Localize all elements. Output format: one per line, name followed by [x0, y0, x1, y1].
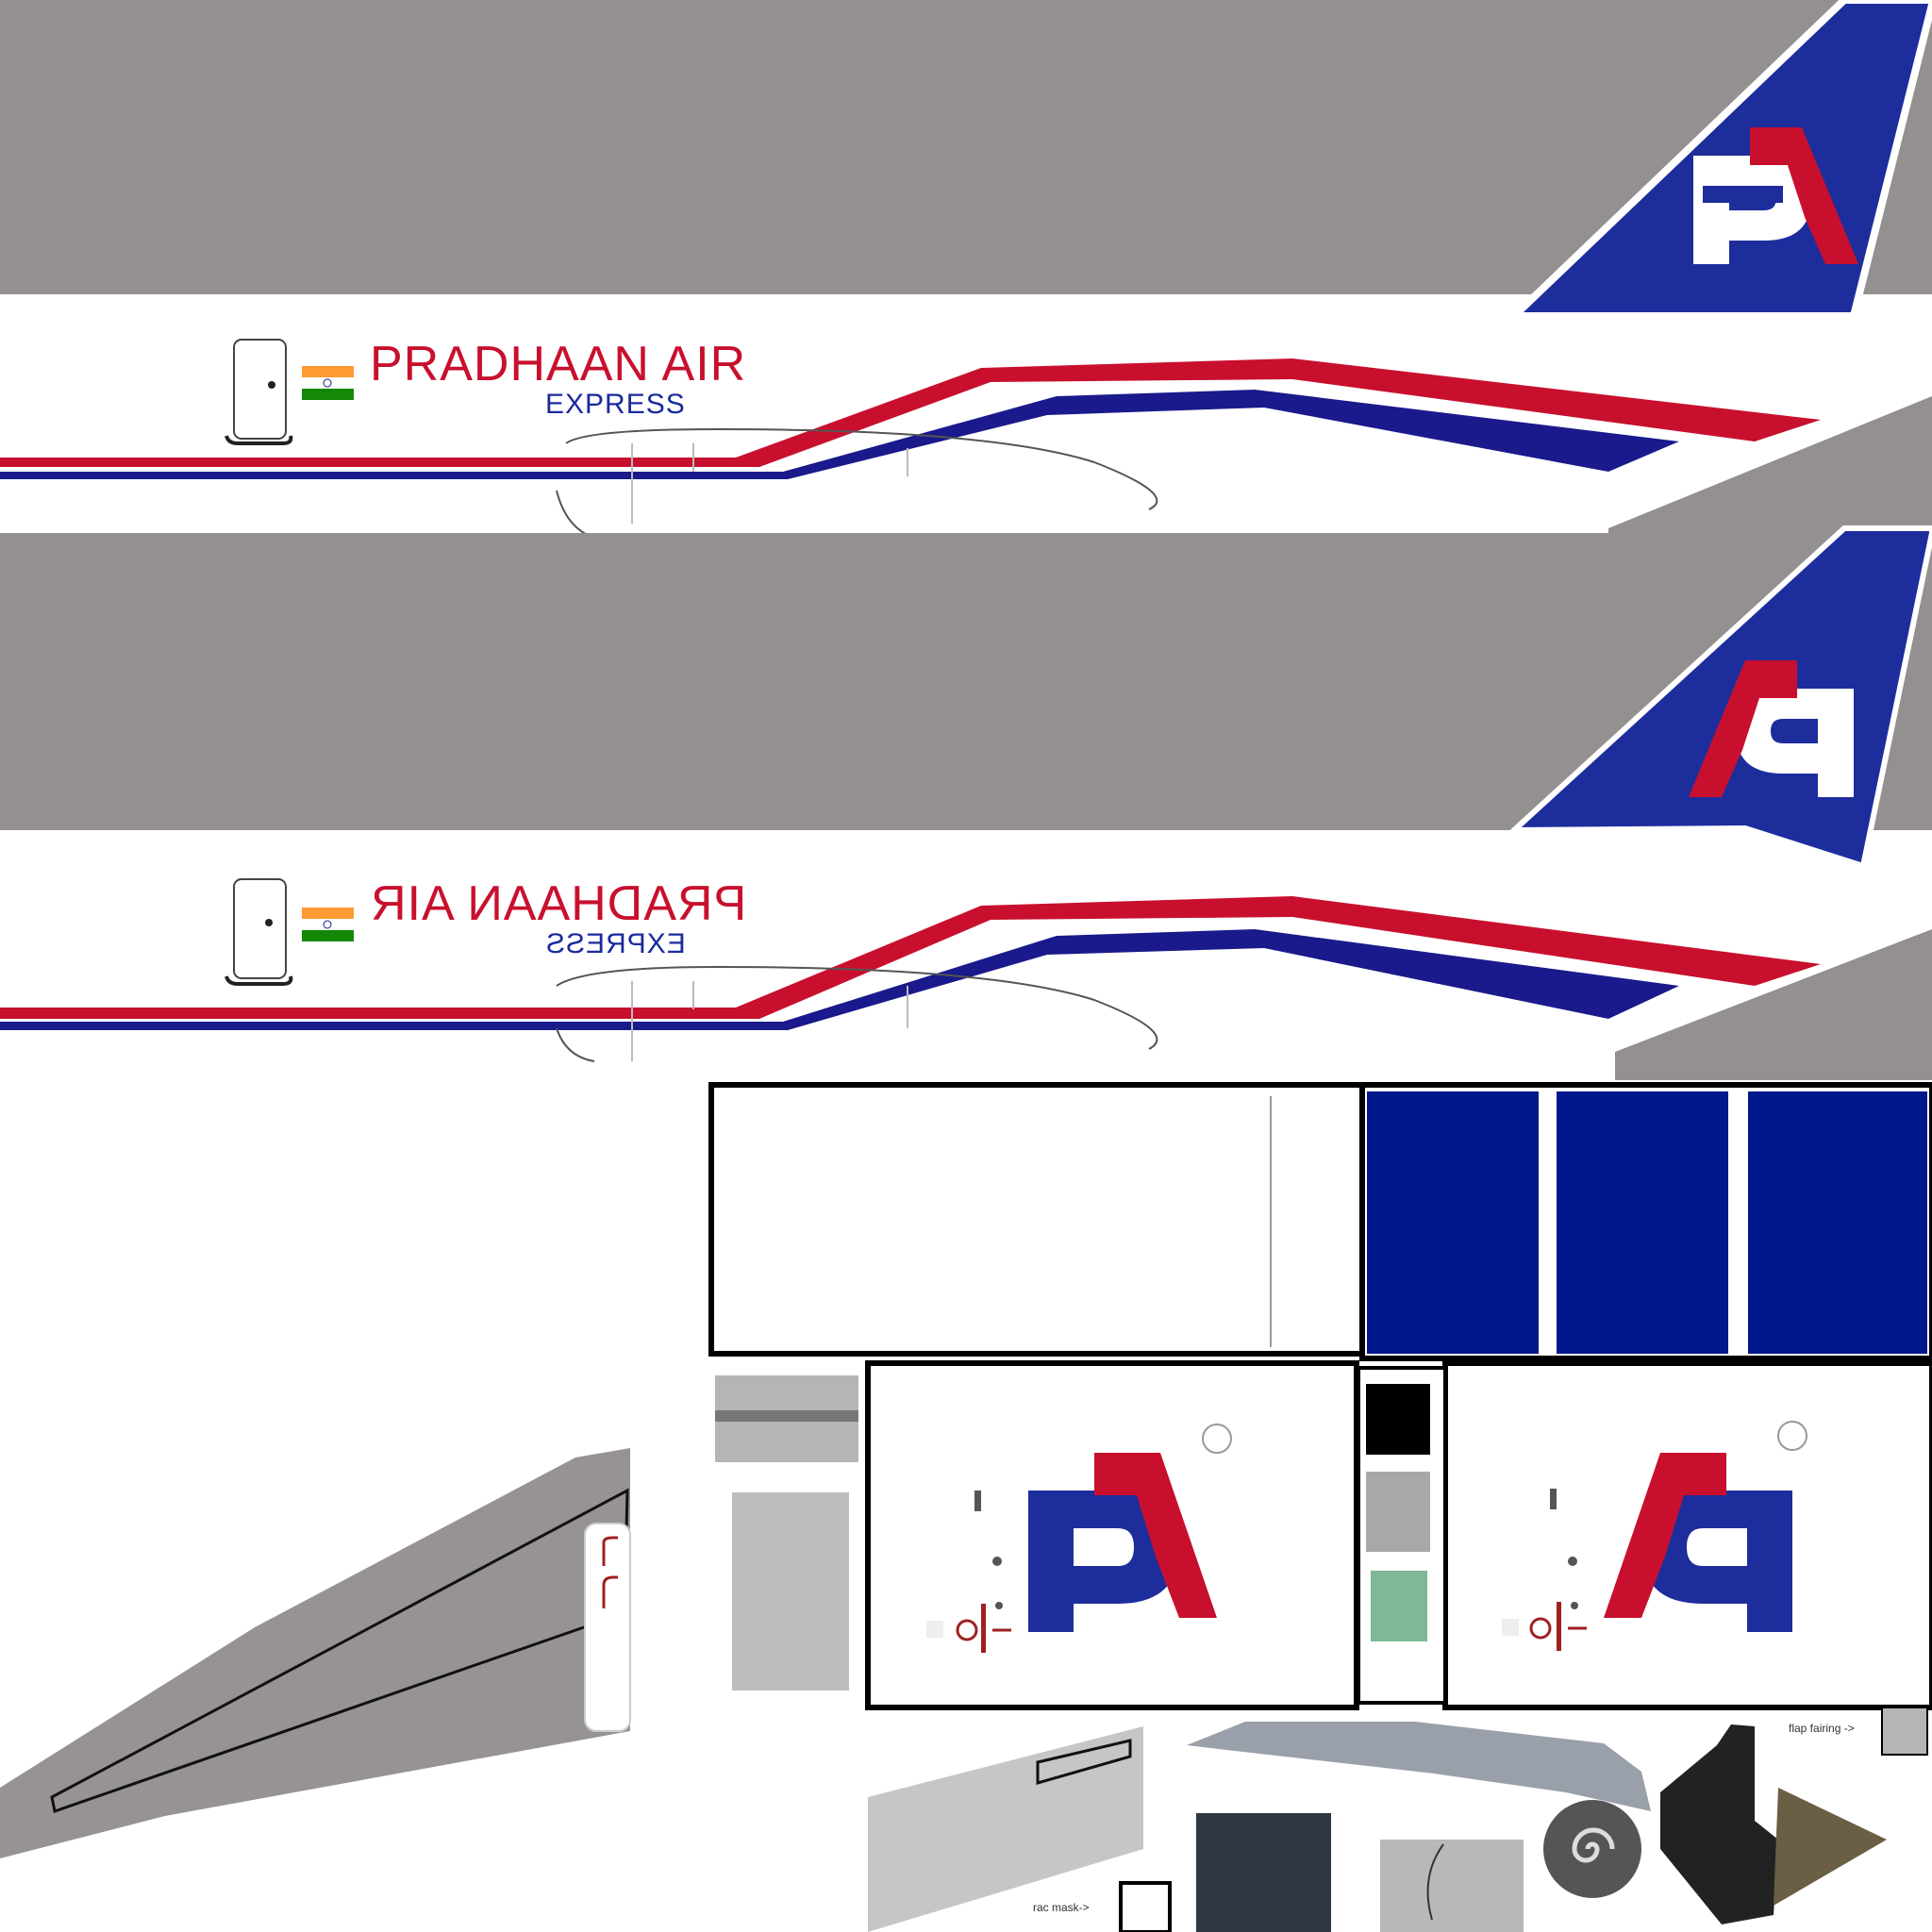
flap-fairing-swatch	[1881, 1707, 1928, 1756]
blue-panel-3	[1748, 1091, 1927, 1354]
flap-fairing-right	[1660, 1724, 1778, 1924]
stabilizer-end-cap	[584, 1523, 631, 1732]
stabilizer-piece	[0, 1448, 630, 1858]
gray-piece-left	[868, 1726, 1143, 1932]
india-flag-icon-2	[302, 908, 354, 941]
airline-subtitle-mirrored: EXPRESS	[545, 928, 686, 959]
door-icon	[225, 339, 293, 445]
pa-logo-cowl-right	[1604, 1453, 1792, 1632]
rac-mask-label: rac mask->	[1033, 1901, 1090, 1914]
flap-fairing-tip	[1774, 1788, 1887, 1906]
cheatline-red-1	[0, 358, 1821, 467]
wing-panel	[708, 1082, 1365, 1357]
cheatline-blue-1	[0, 390, 1679, 479]
dark-panel	[1196, 1813, 1331, 1932]
cowl-markings-left	[926, 1491, 1011, 1653]
cheatline-blue-2	[0, 929, 1679, 1030]
cheatline-red-2	[0, 896, 1821, 1019]
airline-title-mirrored: PRADHAAN AIR	[370, 876, 747, 931]
tail-cone-gray-1	[1608, 396, 1932, 533]
door-icon-2	[225, 878, 293, 986]
blue-panel-2	[1557, 1091, 1728, 1354]
flap-fairing-long	[1187, 1722, 1651, 1811]
airline-title: PRADHAAN AIR	[370, 337, 747, 391]
wing-outline-2	[556, 965, 1158, 1062]
flap-fairing-label: flap fairing ->	[1789, 1722, 1855, 1735]
gray-panel-small	[1380, 1840, 1524, 1932]
pa-logo-icon-mirrored	[1689, 660, 1854, 797]
airline-subtitle: EXPRESS	[545, 389, 686, 420]
pa-logo-cowl-left	[1028, 1453, 1217, 1632]
cowl-markings-right	[1502, 1489, 1587, 1651]
tail-cone-gray-2	[1615, 929, 1932, 1080]
swatch-gray	[1366, 1472, 1430, 1552]
rac-mask-box	[1119, 1881, 1172, 1932]
swatch-green	[1371, 1571, 1427, 1641]
blue-panel-1	[1367, 1091, 1539, 1354]
swatch-black	[1366, 1384, 1430, 1455]
pa-logo-icon	[1693, 127, 1858, 264]
gray-piece-slot	[1036, 1739, 1132, 1785]
spiral-icon	[1543, 1800, 1641, 1898]
india-flag-icon	[302, 366, 354, 400]
metal-panel	[732, 1492, 849, 1690]
